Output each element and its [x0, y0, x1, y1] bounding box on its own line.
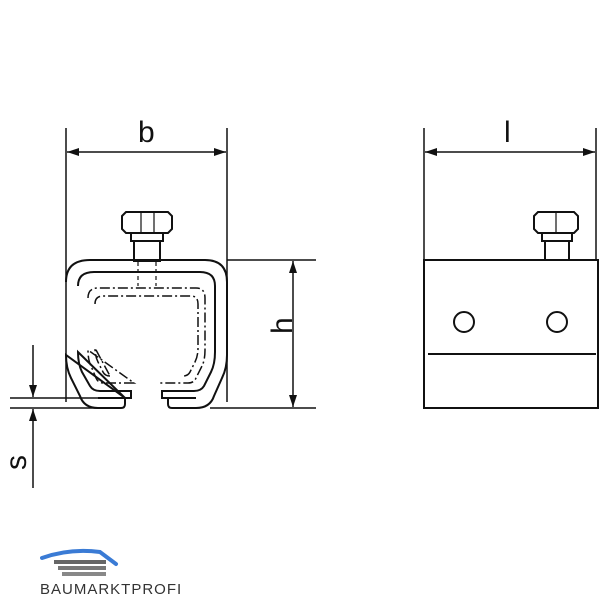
bolt-head-side — [533, 211, 579, 234]
bolt-head-front — [121, 211, 173, 234]
logo-text: BAUMARKTPROFI — [40, 581, 183, 598]
rivet-right — [546, 311, 568, 333]
rivet-left — [453, 311, 475, 333]
profile-outer — [64, 259, 228, 409]
profile-inner — [76, 271, 216, 399]
hidden-contour — [87, 287, 206, 384]
dimension-label-b: b — [138, 116, 155, 149]
logo-roof-icon — [40, 548, 118, 576]
dimension-label-s: s — [0, 455, 33, 470]
bolt-washer-side — [541, 232, 573, 242]
bolt-shank-side — [544, 240, 570, 261]
dimension-label-l: l — [504, 116, 511, 149]
baumarktprofi-logo: BAUMARKTPROFI — [40, 548, 181, 598]
side-body — [423, 259, 599, 409]
dimension-label-h: h — [266, 317, 299, 334]
hidden-contour — [94, 295, 199, 377]
bolt-washer-front — [130, 232, 164, 242]
front-view — [10, 128, 316, 488]
bolt-shank-front — [133, 240, 161, 262]
side-view — [423, 128, 599, 409]
